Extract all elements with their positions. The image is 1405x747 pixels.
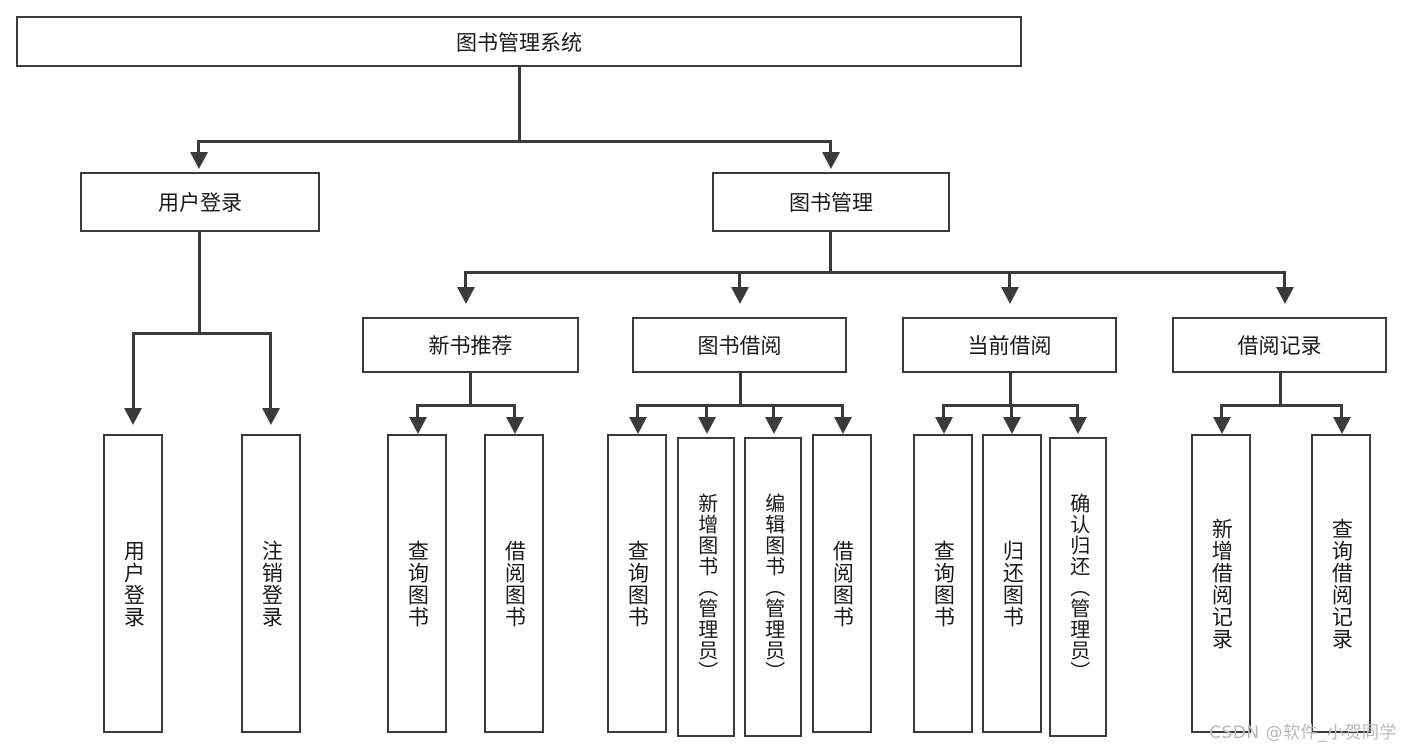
arrow-user-login-to-login: [124, 408, 142, 425]
node-label: 新增借阅记录: [1209, 517, 1234, 650]
leaf-borrow-query-book[interactable]: 查询图书: [607, 434, 667, 733]
connector-book-manage-to-new-book: [464, 271, 467, 289]
leaf-record-add-record[interactable]: 新增借阅记录: [1191, 434, 1251, 733]
node-label: 注销登录: [259, 539, 284, 628]
arrow-current-to-confirm: [1069, 417, 1087, 434]
node-label: 借阅图书: [830, 539, 855, 628]
node-current-borrow[interactable]: 当前借阅: [902, 317, 1117, 373]
connector-root-to-user-login: [197, 140, 200, 155]
connector-book-borrow-stem: [739, 373, 742, 406]
connector-current-to-return: [1010, 404, 1013, 419]
leaf-user-logout[interactable]: 注销登录: [241, 434, 301, 733]
leaf-recommend-borrow-book[interactable]: 借阅图书: [484, 434, 544, 733]
connector-current-borrow-stem: [1009, 373, 1012, 406]
connector-record-to-add: [1220, 404, 1223, 419]
connector-book-manage-to-record: [1283, 271, 1286, 289]
node-label: 新增图书（管理员）: [694, 492, 719, 682]
connector-root-to-book-manage: [829, 140, 832, 155]
connector-new-book-bar: [416, 404, 516, 407]
node-label: 图书管理系统: [456, 30, 582, 55]
connector-user-login-bar: [132, 332, 272, 335]
arrow-record-to-query: [1333, 417, 1351, 434]
arrow-book-borrow-to-borrow: [834, 417, 852, 434]
connector-new-book-to-query: [416, 404, 419, 419]
arrow-book-manage-to-new-book: [457, 287, 475, 304]
connector-book-borrow-to-add: [705, 404, 708, 419]
node-label: 用户登录: [158, 191, 242, 215]
node-label: 用户登录: [121, 539, 146, 628]
arrow-current-to-query: [935, 417, 953, 434]
node-label: 确认归还（管理员）: [1066, 492, 1091, 682]
arrow-record-to-add: [1213, 417, 1231, 434]
arrow-root-to-user-login: [190, 152, 208, 169]
node-user-login[interactable]: 用户登录: [80, 172, 320, 232]
connector-book-borrow-to-borrow: [841, 404, 844, 419]
connector-book-manage-to-borrow: [738, 271, 741, 289]
connector-borrow-record-stem: [1279, 373, 1282, 406]
node-label: 新书推荐: [428, 334, 513, 358]
connector-current-to-query: [942, 404, 945, 419]
connector-record-to-query: [1340, 404, 1343, 419]
connector-user-login-to-login: [132, 332, 135, 410]
connector-user-login-to-logout: [269, 332, 272, 410]
connector-book-manage-to-current: [1008, 271, 1011, 289]
connector-root-stem: [518, 67, 521, 143]
connector-borrow-record-bar: [1220, 404, 1343, 407]
connector-current-to-confirm: [1076, 404, 1079, 419]
connector-book-manage-stem: [829, 232, 832, 274]
watermark-text: CSDN @软件_小贺同学: [1209, 723, 1397, 743]
arrow-book-manage-to-borrow: [731, 287, 749, 304]
leaf-current-confirm-return-admin[interactable]: 确认归还（管理员）: [1049, 437, 1107, 737]
connector-book-borrow-to-query: [636, 404, 639, 419]
connector-user-login-stem: [198, 232, 201, 334]
leaf-borrow-borrow-book[interactable]: 借阅图书: [812, 434, 872, 733]
node-book-borrow[interactable]: 图书借阅: [632, 317, 847, 373]
leaf-borrow-add-book-admin[interactable]: 新增图书（管理员）: [677, 437, 735, 737]
leaf-current-query-book[interactable]: 查询图书: [913, 434, 973, 733]
node-book-management[interactable]: 图书管理: [712, 172, 950, 232]
arrow-book-manage-to-current: [1001, 287, 1019, 304]
node-label: 查询图书: [931, 539, 956, 628]
leaf-user-login[interactable]: 用户登录: [103, 434, 163, 733]
node-label: 编辑图书（管理员）: [761, 492, 786, 682]
node-label: 借阅图书: [502, 539, 527, 628]
connector-root-bar: [197, 140, 831, 143]
node-label: 归还图书: [1000, 539, 1025, 628]
node-label: 查询借阅记录: [1329, 517, 1354, 650]
arrow-book-manage-to-record: [1276, 287, 1294, 304]
arrow-new-book-to-borrow: [506, 417, 524, 434]
connector-book-manage-bar: [464, 271, 1286, 274]
leaf-recommend-query-book[interactable]: 查询图书: [387, 434, 447, 733]
node-label: 图书管理: [789, 191, 873, 215]
node-root-library-system[interactable]: 图书管理系统: [16, 16, 1022, 67]
connector-book-borrow-bar: [636, 404, 844, 407]
arrow-book-borrow-to-query: [629, 417, 647, 434]
arrow-current-to-return: [1003, 417, 1021, 434]
node-label: 借阅记录: [1237, 334, 1322, 358]
arrow-book-borrow-to-edit: [765, 417, 783, 434]
connector-new-book-stem: [469, 373, 472, 406]
arrow-new-book-to-query: [409, 417, 427, 434]
node-borrow-record[interactable]: 借阅记录: [1172, 317, 1387, 373]
arrow-user-login-to-logout: [262, 408, 280, 425]
node-new-book-recommend[interactable]: 新书推荐: [362, 317, 579, 373]
node-label: 查询图书: [625, 539, 650, 628]
node-label: 图书借阅: [697, 334, 782, 358]
connector-new-book-to-borrow: [513, 404, 516, 419]
leaf-record-query-record[interactable]: 查询借阅记录: [1311, 434, 1371, 733]
arrow-root-to-book-manage: [822, 152, 840, 169]
arrow-book-borrow-to-add: [698, 417, 716, 434]
connector-book-borrow-to-edit: [772, 404, 775, 419]
leaf-borrow-edit-book-admin[interactable]: 编辑图书（管理员）: [744, 437, 802, 737]
node-label: 查询图书: [405, 539, 430, 628]
leaf-current-return-book[interactable]: 归还图书: [982, 434, 1042, 733]
node-label: 当前借阅: [967, 334, 1052, 358]
